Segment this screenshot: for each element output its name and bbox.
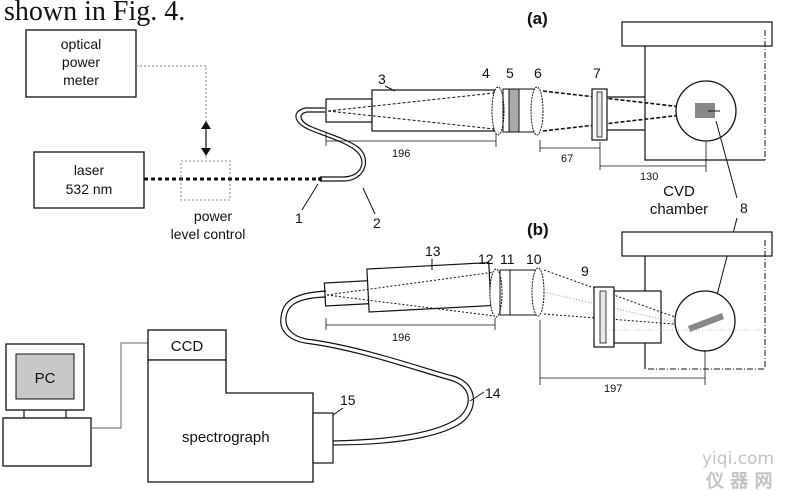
pc-label: PC [35, 370, 56, 387]
label-4: 4 [482, 65, 490, 81]
watermark-cn: 仪 器 网 [705, 471, 773, 491]
power-level-control-label-1: power [194, 208, 232, 224]
sample-b [688, 313, 724, 332]
label-5: 5 [506, 65, 514, 81]
laser-box [33, 151, 145, 209]
ccd-label: CCD [171, 338, 204, 355]
fiber-a [295, 107, 363, 178]
label-2: 2 [373, 215, 381, 231]
cvd-chamber-label-1: CVD [663, 183, 695, 200]
dim-b-197: 197 [604, 383, 622, 395]
label-14: 14 [485, 385, 501, 401]
optical-power-meter-label-1: optical [61, 36, 101, 52]
panel-b-label: (b) [527, 220, 549, 239]
cvd-chamber-a-top [621, 21, 773, 47]
lens-10 [531, 267, 545, 317]
fiber-b [280, 290, 469, 442]
header-text: shown in Fig. 4. [4, 0, 185, 27]
power-level-control-box [180, 160, 231, 201]
dim-a-196: 196 [392, 148, 410, 160]
laser-label-2: 532 nm [66, 181, 113, 197]
sample-a [695, 103, 715, 118]
meter-connection-line [136, 65, 207, 160]
label-1: 1 [295, 210, 303, 226]
label-10: 10 [526, 251, 542, 267]
optical-power-meter-box [25, 29, 137, 98]
collimator-tube-wide [371, 89, 495, 132]
pc-ccd-cable [91, 342, 148, 429]
label-8: 8 [740, 200, 748, 216]
optical-power-meter-label-2: power [62, 54, 100, 70]
label-6: 6 [534, 65, 542, 81]
power-level-control-label-2: level control [171, 226, 246, 242]
lens-4 [491, 86, 505, 136]
window-9-port [613, 290, 662, 344]
dim-a-67: 67 [561, 153, 573, 165]
cvd-chamber-a-body [644, 46, 765, 161]
pc-screen [15, 353, 75, 400]
window-9-glass [599, 290, 607, 344]
panel-a-label: (a) [527, 9, 548, 28]
collection-tube-narrow [323, 280, 372, 307]
laser-label-1: laser [74, 162, 105, 178]
dim-b-196: 196 [392, 332, 410, 344]
label-13: 13 [425, 243, 441, 259]
collimator-tube-narrow [325, 98, 373, 123]
optical-power-meter-label-3: meter [63, 72, 99, 88]
ccd-box [147, 329, 227, 361]
filter-5 [508, 88, 520, 133]
spectrograph-entrance-15 [312, 412, 334, 464]
label-11: 11 [500, 251, 515, 267]
pc-base [2, 417, 92, 467]
spectrograph-label: spectrograph [182, 429, 270, 446]
cvd-chamber-b-top [621, 231, 773, 257]
fiber-input-end [318, 177, 322, 181]
window-7-glass [596, 91, 603, 138]
label-9: 9 [581, 263, 589, 279]
lens-12 [489, 268, 503, 318]
collection-tube-wide [366, 262, 492, 313]
watermark-site: yiqi.com [702, 449, 774, 469]
label-15: 15 [340, 392, 356, 408]
label-7: 7 [593, 65, 601, 81]
label-12: 12 [478, 251, 494, 267]
spectrograph-body [147, 359, 314, 483]
lens-6 [530, 86, 544, 136]
dim-a-130: 130 [640, 171, 658, 183]
label-3: 3 [378, 71, 386, 87]
cvd-chamber-label-2: chamber [650, 201, 708, 218]
